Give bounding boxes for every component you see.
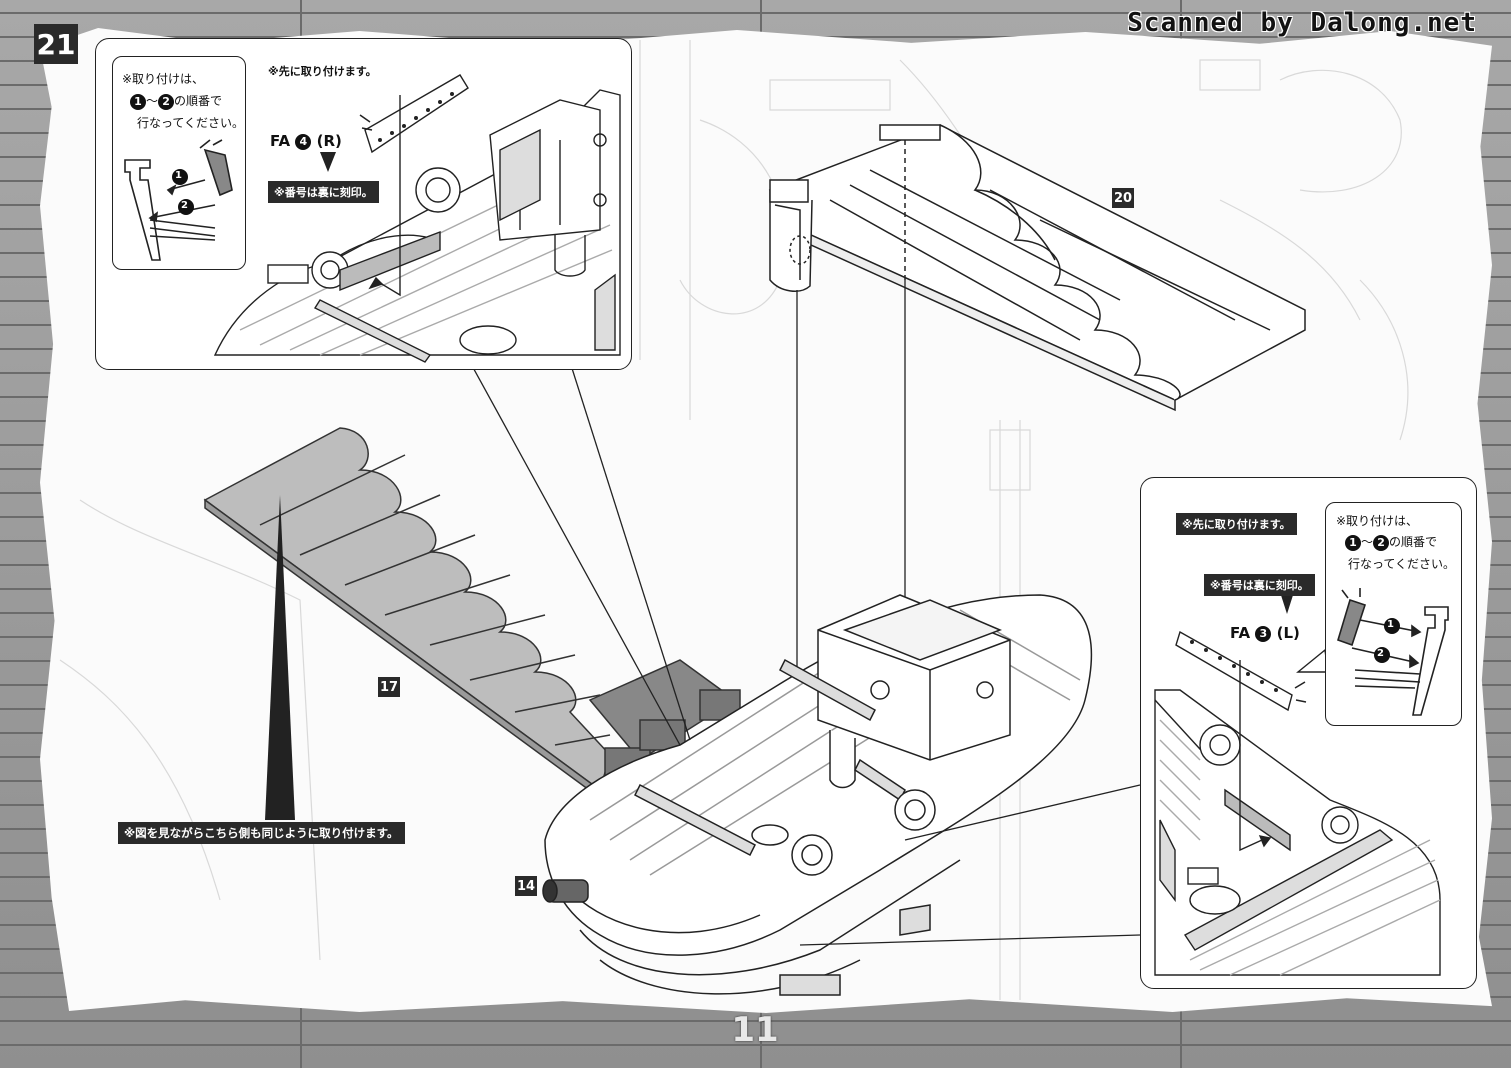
right-first-attach-label: ※先に取り付けます。 (1176, 513, 1297, 535)
scanner-watermark: Scanned by Dalong.net (1127, 8, 1477, 38)
fa-label-text: FA (1230, 624, 1251, 642)
fa-side: (R) (316, 132, 342, 150)
right-order-note-line3: 行なってください。 (1348, 557, 1456, 571)
ship-hull (542, 594, 1093, 996)
left-order-marker-1: 1 (175, 170, 182, 181)
step-1-marker: 1 (1345, 534, 1361, 551)
left-first-attach-label: ※先に取り付けます。 (262, 60, 383, 82)
step-2-marker: 2 (158, 93, 175, 110)
callout-leader-lines (469, 361, 691, 746)
left-part-label-fa4: FA 4 (R) (270, 132, 342, 150)
right-order-note-line1: ※取り付けは、 (1336, 514, 1419, 528)
left-order-marker-2: 2 (181, 200, 188, 211)
fa-index-marker: 4 (295, 133, 312, 150)
fa-index-marker: 3 (1255, 625, 1272, 642)
left-order-note-line3: 行なってください。 (137, 116, 245, 130)
callout-leader-lines-right (799, 784, 1141, 946)
mirror-side-note: ※図を見ながらこちら側も同じように取り付けます。 (118, 822, 405, 844)
fa-side: (L) (1276, 624, 1300, 642)
canopy-part-20 (768, 124, 1306, 412)
part-number-20: 20 (1112, 188, 1134, 208)
range-symbol: ～ (146, 94, 159, 108)
fa-label-text: FA (270, 132, 291, 150)
order-suffix: の順番で (1389, 535, 1438, 549)
left-stamp-note: ※番号は裏に刻印。 (268, 181, 379, 203)
step-2-marker: 2 (1373, 534, 1390, 551)
right-stamp-note: ※番号は裏に刻印。 (1204, 574, 1315, 596)
mirror-note-pointer (265, 495, 295, 820)
range-symbol: ～ (1361, 535, 1374, 549)
page-number: 11 (731, 1010, 779, 1050)
canopy-part-17 (203, 427, 741, 800)
right-order-marker-1: 1 (1387, 619, 1394, 630)
left-order-note-line1: ※取り付けは、 (122, 72, 205, 86)
step-1-marker: 1 (130, 93, 146, 110)
step-number-badge: 21 (34, 24, 78, 64)
order-suffix: の順番で (174, 94, 223, 108)
right-part-label-fa3: FA 3 (L) (1230, 624, 1300, 642)
right-order-marker-2: 2 (1377, 648, 1384, 659)
part-number-17: 17 (378, 677, 400, 697)
part-number-14: 14 (515, 876, 537, 896)
